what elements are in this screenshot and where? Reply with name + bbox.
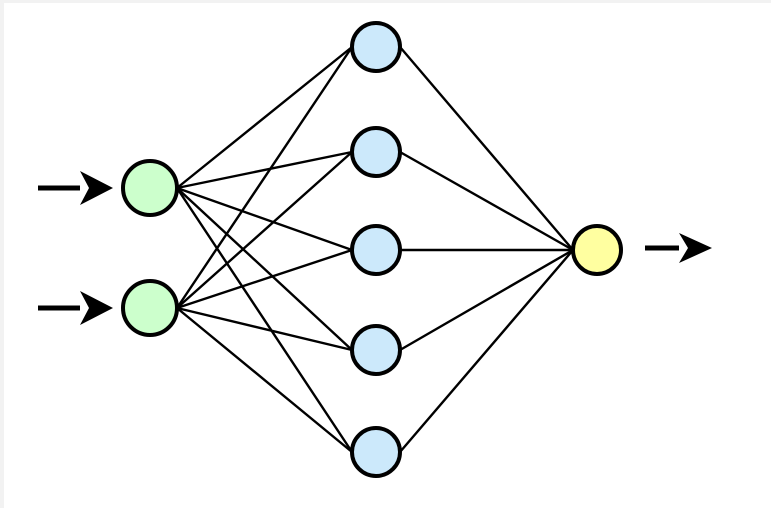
edge-i1-h3 — [175, 186, 354, 252]
edge-i1-h1 — [175, 45, 354, 190]
input-arrow-1-head — [80, 171, 113, 205]
canvas-left-margin — [0, 0, 4, 508]
edge-i1-h4 — [175, 186, 354, 352]
output-arrow-1-head — [679, 233, 712, 263]
edge-i1-h5 — [175, 186, 354, 454]
hidden-node-4[interactable] — [350, 324, 402, 376]
hidden-node-1[interactable] — [350, 21, 402, 73]
edge-h5-o1 — [398, 248, 575, 454]
output-arrow-1 — [645, 233, 712, 263]
nodes-group — [121, 21, 623, 478]
canvas-top-margin — [0, 0, 771, 3]
input-node-2[interactable] — [121, 279, 179, 337]
hidden-layer — [350, 21, 402, 478]
edge-i2-h1 — [175, 45, 354, 310]
output-layer — [571, 224, 623, 276]
edge-h4-o1 — [398, 248, 575, 352]
edge-i1-h2 — [175, 150, 354, 190]
arrows-group — [38, 171, 712, 325]
input-arrow-2 — [38, 291, 113, 325]
hidden-node-5[interactable] — [350, 426, 402, 478]
input-arrow-1 — [38, 171, 113, 205]
edge-h1-o1 — [398, 45, 575, 252]
input-layer — [121, 159, 179, 337]
edge-h2-o1 — [398, 150, 575, 252]
output-node-1[interactable] — [571, 224, 623, 276]
input-node-1[interactable] — [121, 159, 179, 217]
hidden-node-2[interactable] — [350, 126, 402, 178]
edge-i2-h5 — [175, 306, 354, 454]
edge-i2-h4 — [175, 306, 354, 352]
input-arrow-2-head — [80, 291, 113, 325]
edge-i2-h3 — [175, 248, 354, 310]
edges-group — [175, 45, 575, 454]
hidden-node-3[interactable] — [350, 224, 402, 276]
edge-i2-h2 — [175, 150, 354, 310]
